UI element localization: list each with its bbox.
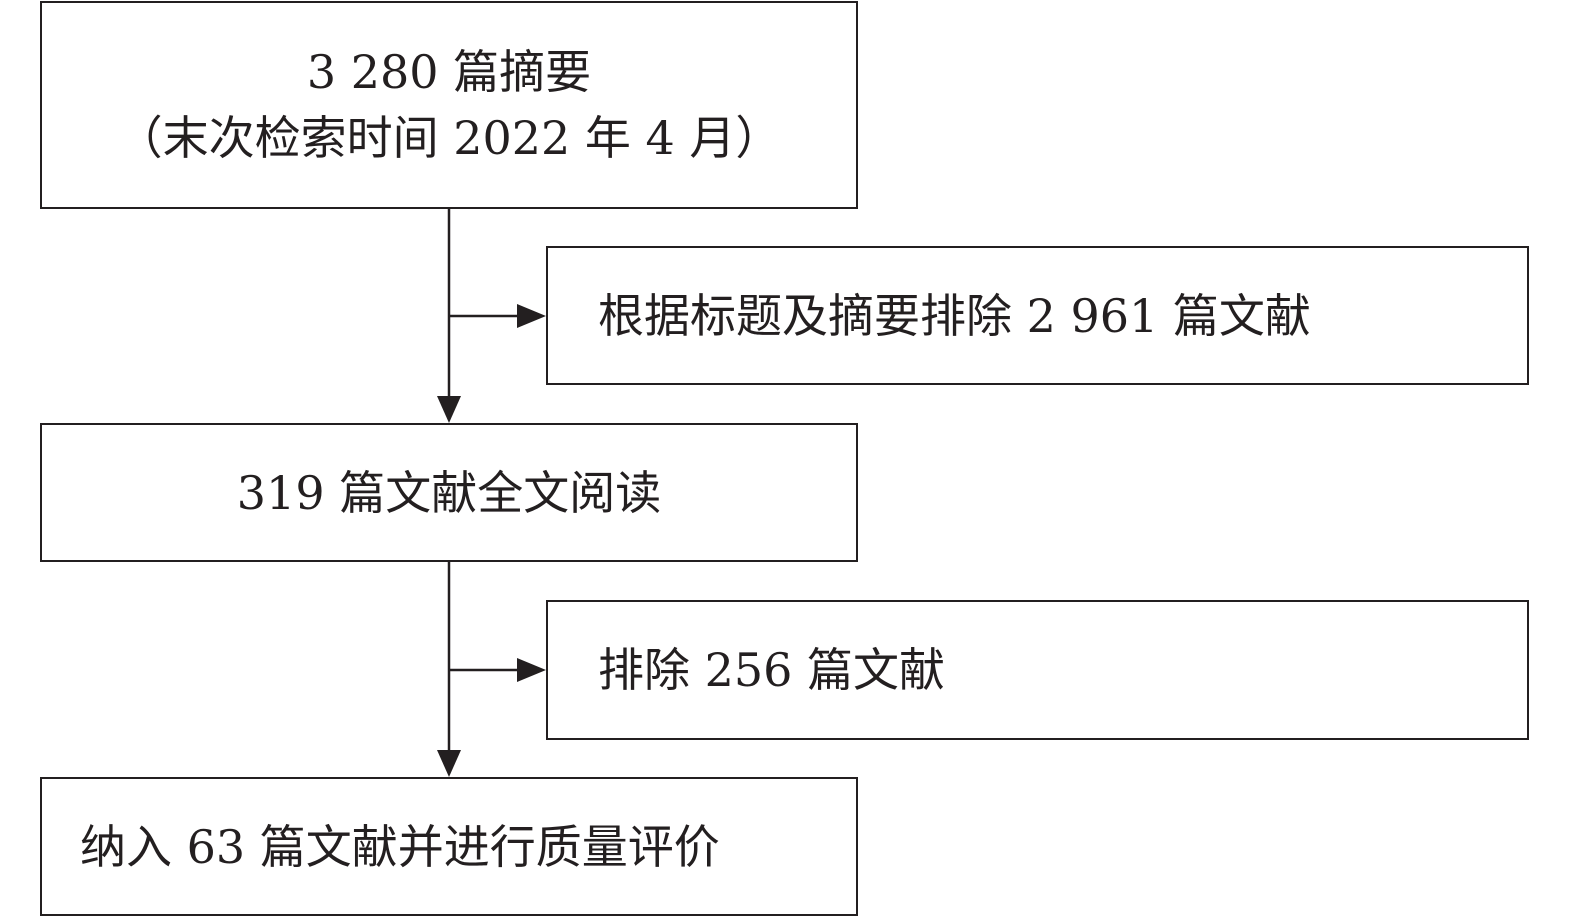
exclusion-title-abstract-box: 根据标题及摘要排除 2 961 篇文献 xyxy=(546,246,1529,385)
step-abstracts-search-date: （末次检索时间 2022 年 4 月） xyxy=(116,111,782,165)
exclusion-fulltext-box: 排除 256 篇文献 xyxy=(546,600,1529,740)
arrowhead-down-step3 xyxy=(437,750,461,777)
arrowhead-right-exclusion1 xyxy=(517,304,546,328)
arrowhead-right-exclusion2 xyxy=(517,658,546,682)
step-included-box: 纳入 63 篇文献并进行质量评价 xyxy=(40,777,858,916)
step-abstracts-count: 3 280 篇摘要 xyxy=(306,45,592,99)
step-included-text: 纳入 63 篇文献并进行质量评价 xyxy=(80,819,720,874)
exclusion-fulltext-text: 排除 256 篇文献 xyxy=(598,643,946,697)
exclusion-title-abstract-text: 根据标题及摘要排除 2 961 篇文献 xyxy=(598,288,1311,343)
step-fulltext-text: 319 篇文献全文阅读 xyxy=(236,465,662,520)
arrowhead-down-step2 xyxy=(437,396,461,423)
step-abstracts-box: 3 280 篇摘要 （末次检索时间 2022 年 4 月） xyxy=(40,1,858,209)
step-fulltext-box: 319 篇文献全文阅读 xyxy=(40,423,858,562)
